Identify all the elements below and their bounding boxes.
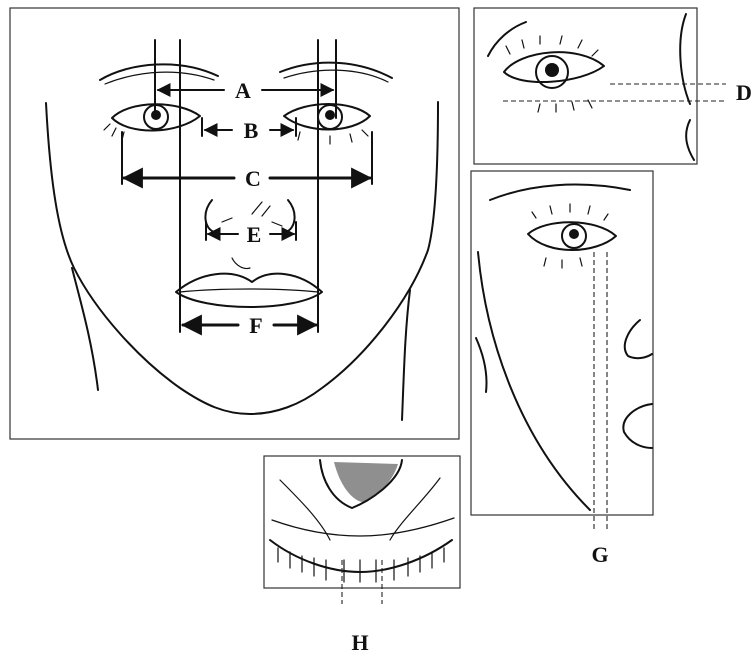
- label-c: C: [245, 166, 261, 191]
- label-a: A: [235, 78, 251, 103]
- label-h: H: [351, 630, 368, 655]
- label-f: F: [249, 313, 262, 338]
- label-e: E: [247, 222, 262, 247]
- frontal-face-panel: A B C E F: [10, 8, 459, 439]
- eye-closeup-panel: D: [474, 8, 752, 164]
- label-g: G: [591, 542, 608, 567]
- teeth-panel: H: [264, 456, 460, 655]
- label-d: D: [736, 80, 752, 105]
- side-face-panel: G: [471, 171, 653, 567]
- label-b: B: [244, 118, 259, 143]
